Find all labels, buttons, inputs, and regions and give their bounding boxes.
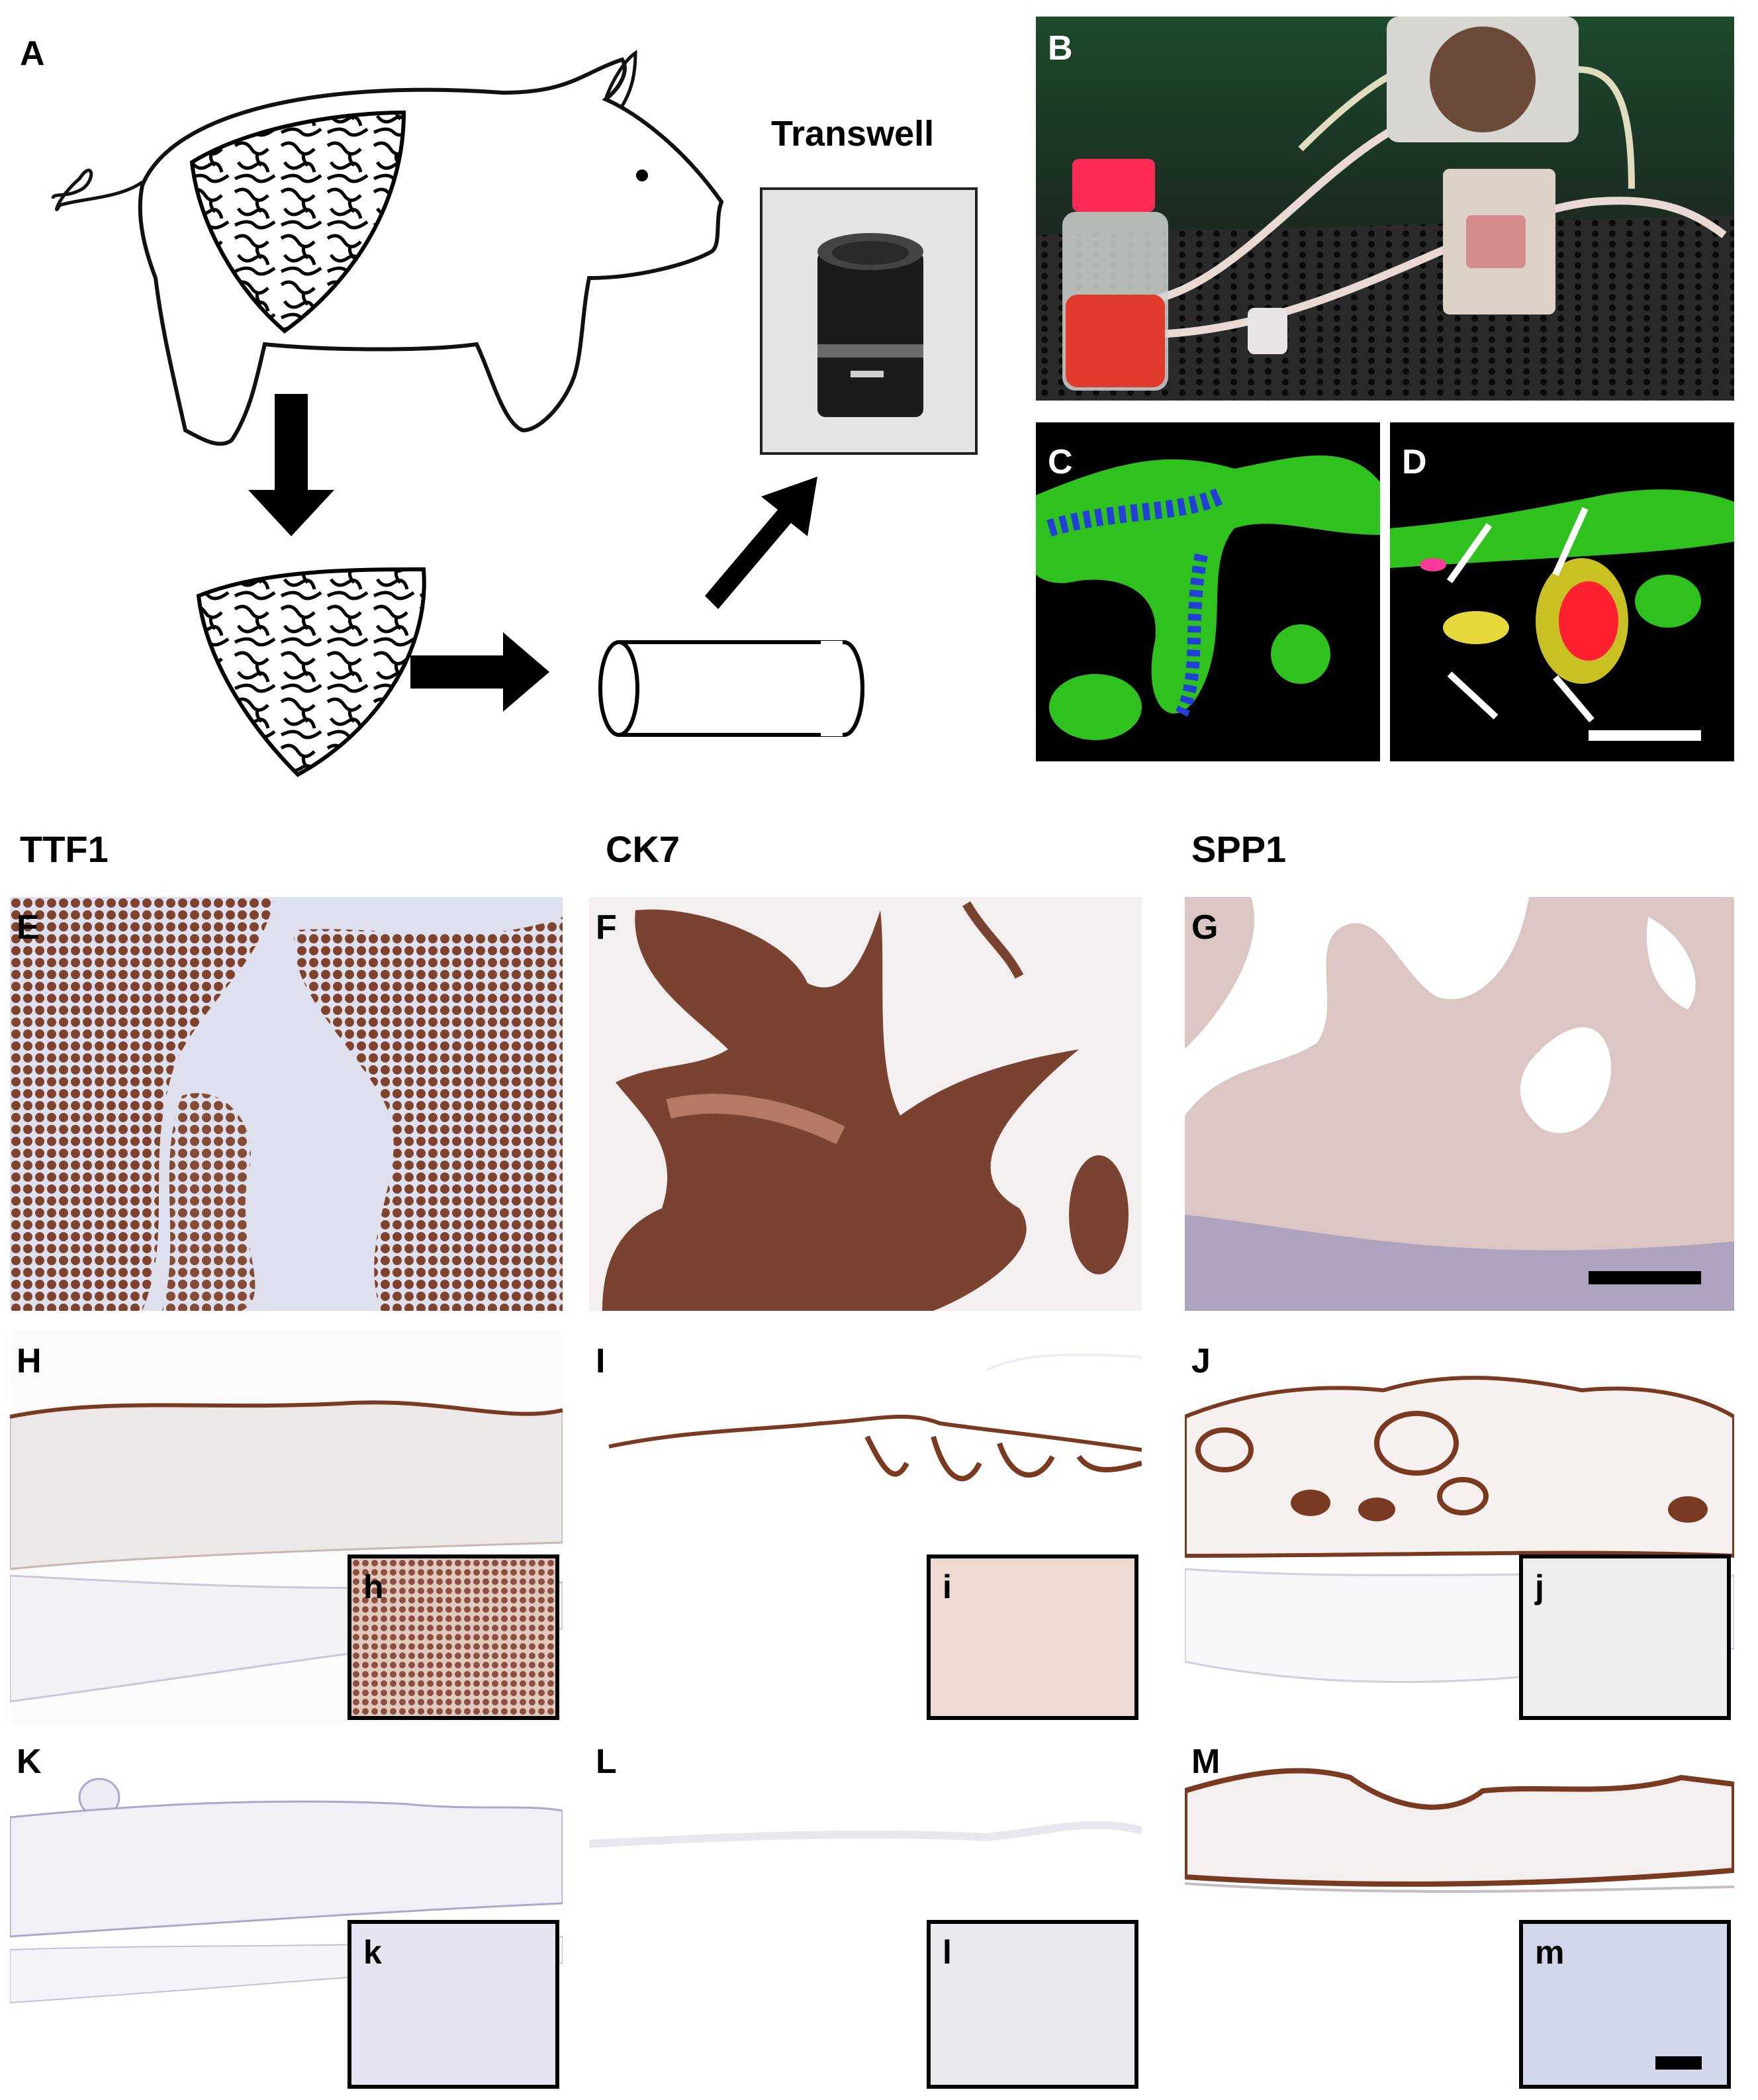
inset-k: k xyxy=(347,1920,559,2089)
panel-a: A Transwell xyxy=(0,0,1019,781)
panel-m-spp1-control: M m xyxy=(1185,1738,1734,2089)
panel-d-fluorescence: D xyxy=(1390,422,1734,761)
panel-label-l: L xyxy=(596,1742,617,1781)
inset-label-l: l xyxy=(943,1934,952,1971)
pig-tail xyxy=(51,168,144,211)
panel-label-a: A xyxy=(20,34,45,73)
panel-label-k: K xyxy=(17,1742,42,1781)
panel-j-spp1-scaffold: J j xyxy=(1185,1331,1734,1725)
inset-h: h xyxy=(347,1554,559,1720)
scaffold-cylinder xyxy=(598,640,864,737)
inset-label-k: k xyxy=(363,1934,382,1971)
inset-label-m: m xyxy=(1535,1934,1565,1971)
inset-j: j xyxy=(1519,1554,1731,1720)
panel-c-fluorescence: C xyxy=(1036,422,1380,761)
inset-i: i xyxy=(927,1554,1138,1720)
panel-i-ck7-scaffold: I i xyxy=(589,1331,1142,1725)
inset-label-h: h xyxy=(363,1568,384,1605)
transwell-photo xyxy=(760,187,978,455)
pig-schematic xyxy=(51,50,978,777)
panel-label-f: F xyxy=(596,908,617,947)
header-spp1: SPP1 xyxy=(1191,828,1287,870)
header-ttf1: TTF1 xyxy=(20,828,109,870)
panel-k-ttf1-control: K k xyxy=(10,1738,563,2089)
panel-e-ttf1-native: E xyxy=(10,897,563,1311)
pig-ear xyxy=(604,50,637,107)
down-arrow xyxy=(248,394,334,536)
panel-label-h: H xyxy=(17,1342,42,1380)
panel-h-ttf1-scaffold: H h xyxy=(10,1331,563,1725)
diagonal-arrow xyxy=(705,477,817,609)
panel-label-e: E xyxy=(17,908,40,947)
panel-label-g: G xyxy=(1191,908,1219,947)
lung-slice xyxy=(196,567,426,777)
panel-label-c: C xyxy=(1048,443,1073,481)
inset-label-j: j xyxy=(1535,1568,1544,1605)
panel-label-d: D xyxy=(1402,443,1427,481)
transwell-label: Transwell xyxy=(771,114,935,154)
panel-b-photo: B xyxy=(1036,17,1734,401)
inset-l: l xyxy=(927,1920,1138,2089)
header-ck7: CK7 xyxy=(606,828,680,870)
panel-label-j: J xyxy=(1191,1342,1211,1380)
inset-m: m xyxy=(1519,1920,1731,2089)
pig-lung-wedge xyxy=(189,110,406,334)
scale-bar-m xyxy=(1655,2056,1702,2070)
panel-label-i: I xyxy=(596,1342,606,1380)
inset-label-i: i xyxy=(943,1568,952,1605)
panel-l-ck7-control: L l xyxy=(589,1738,1142,2089)
panel-label-b: B xyxy=(1048,29,1073,68)
scale-bar-g xyxy=(1589,1271,1701,1284)
right-arrow xyxy=(410,632,549,712)
pig-eye xyxy=(636,169,648,181)
panel-label-m: M xyxy=(1191,1742,1221,1781)
panel-g-spp1-native: G xyxy=(1185,897,1734,1311)
panel-f-ck7-native: F xyxy=(589,897,1142,1311)
